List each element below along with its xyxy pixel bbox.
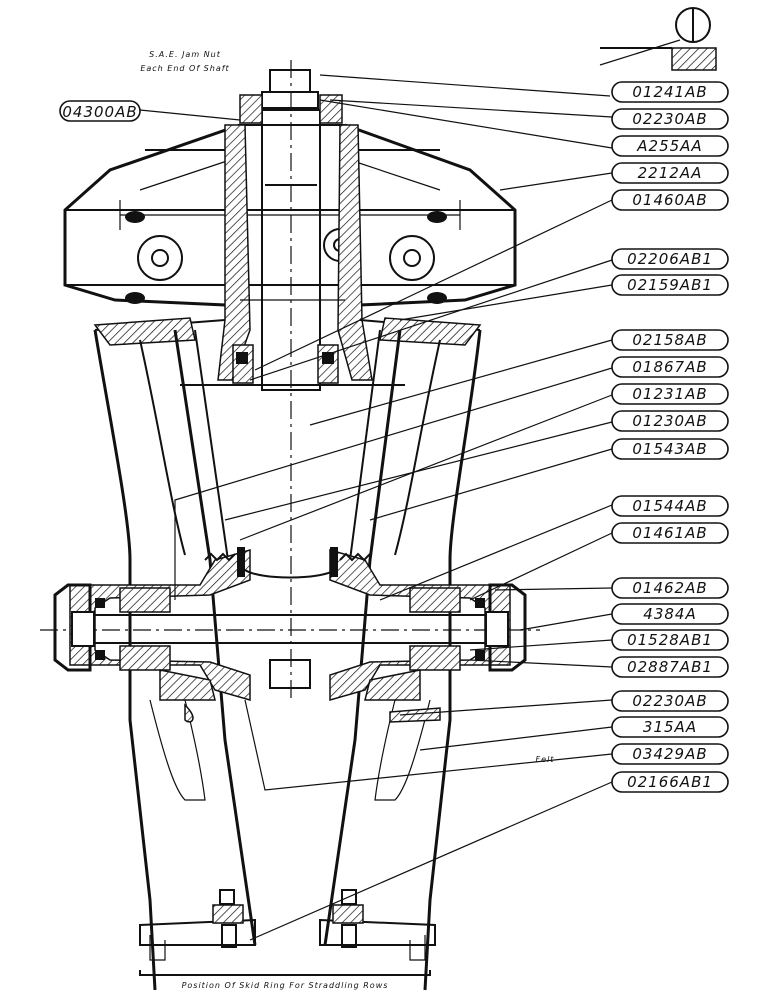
- label-pill: [611, 108, 729, 130]
- felt-note: Felt: [536, 755, 555, 764]
- part-number: 01231AB: [632, 385, 707, 403]
- part-number: 01241AB: [632, 83, 707, 101]
- label-pill: [611, 495, 729, 517]
- left-label: 04300AB: [59, 100, 141, 122]
- label-pill: [611, 162, 729, 184]
- note-texts: S.A.E. Jam Nut Each End Of Shaft Felt Po…: [140, 50, 555, 990]
- part-label-17: 01528AB1: [611, 629, 729, 651]
- part-label-10: 01231AB: [611, 383, 729, 405]
- part-number: 01462AB: [632, 579, 707, 597]
- hub-assembly: [40, 547, 540, 723]
- part-label-3: A255AA: [611, 135, 729, 157]
- part-number: 315AA: [643, 718, 697, 736]
- part-number: 02230AB: [632, 110, 707, 128]
- part-label-6: 02206AB1: [611, 248, 729, 270]
- part-number-labels: 01241AB 02230AB A255AA 2212AA 01460AB 02206AB…: [611, 81, 729, 793]
- part-label-2: 02230AB: [611, 108, 729, 130]
- part-number: 01460AB: [632, 191, 707, 209]
- label-pill: [611, 716, 729, 738]
- part-number: 01528AB1: [627, 631, 713, 649]
- jam-nut-note-line2: Each End Of Shaft: [140, 64, 229, 73]
- part-number: 02206AB1: [627, 250, 713, 268]
- part-label-9: 01867AB: [611, 356, 729, 378]
- part-number: 02158AB: [632, 331, 707, 349]
- fork-frame: [93, 317, 482, 991]
- label-pill: [611, 356, 729, 378]
- part-label-16: 4384A: [611, 603, 729, 625]
- label-pill: [611, 135, 729, 157]
- label-pill: [611, 771, 729, 793]
- part-label-20: 315AA: [611, 716, 729, 738]
- part-label-12: 01543AB: [611, 438, 729, 460]
- part-number: 2212AA: [638, 164, 703, 182]
- part-label-1: 01241AB: [611, 81, 729, 103]
- label-pill: [611, 248, 729, 270]
- part-label-8: 02158AB: [611, 329, 729, 351]
- part-number: 02230AB: [632, 692, 707, 710]
- part-label-15: 01462AB: [611, 577, 729, 599]
- label-pill: [611, 603, 729, 625]
- part-label-18: 02887AB1: [611, 656, 729, 678]
- part-number: 02166AB1: [627, 773, 713, 791]
- jam-nut-note-line1: S.A.E. Jam Nut: [149, 50, 221, 59]
- label-pill: [611, 690, 729, 712]
- label-pill: [611, 189, 729, 211]
- left-part-number: 04300AB: [62, 103, 137, 121]
- label-pill: [611, 274, 729, 296]
- part-number: 4384A: [643, 605, 696, 623]
- label-pill: [611, 81, 729, 103]
- label-pill: [611, 743, 729, 765]
- part-number: 03429AB: [632, 745, 707, 763]
- part-label-7: 02159AB1: [611, 274, 729, 296]
- part-number: 01543AB: [632, 440, 707, 458]
- label-pill: [611, 522, 729, 544]
- label-pill: [611, 656, 729, 678]
- part-label-21: 03429AB: [611, 743, 729, 765]
- part-number: 01544AB: [632, 497, 707, 515]
- part-number: A255AA: [636, 137, 702, 155]
- label-pill: [611, 410, 729, 432]
- part-number: 02159AB1: [627, 276, 713, 294]
- part-number: 02887AB1: [627, 658, 713, 676]
- part-label-4: 2212AA: [611, 162, 729, 184]
- part-label-11: 01230AB: [611, 410, 729, 432]
- vertical-shaft: [180, 60, 405, 700]
- part-label-22: 02166AB1: [611, 771, 729, 793]
- jam-nut-detail: [600, 7, 717, 71]
- part-label-13: 01544AB: [611, 495, 729, 517]
- part-label-5: 01460AB: [611, 189, 729, 211]
- label-pill: [611, 577, 729, 599]
- leader-lines: [139, 39, 681, 941]
- part-label-19: 02230AB: [611, 690, 729, 712]
- part-number: 01230AB: [632, 412, 707, 430]
- part-number: 01867AB: [632, 358, 707, 376]
- skid-ring-note: Position Of Skid Ring For Straddling Row…: [182, 981, 389, 990]
- label-pill: [611, 629, 729, 651]
- skid-ring-mounts: [139, 889, 436, 976]
- top-housing: [63, 123, 517, 331]
- part-label-14: 01461AB: [611, 522, 729, 544]
- part-number: 01461AB: [632, 524, 707, 542]
- label-pill: [611, 438, 729, 460]
- label-pill: [611, 329, 729, 351]
- label-pill: [611, 383, 729, 405]
